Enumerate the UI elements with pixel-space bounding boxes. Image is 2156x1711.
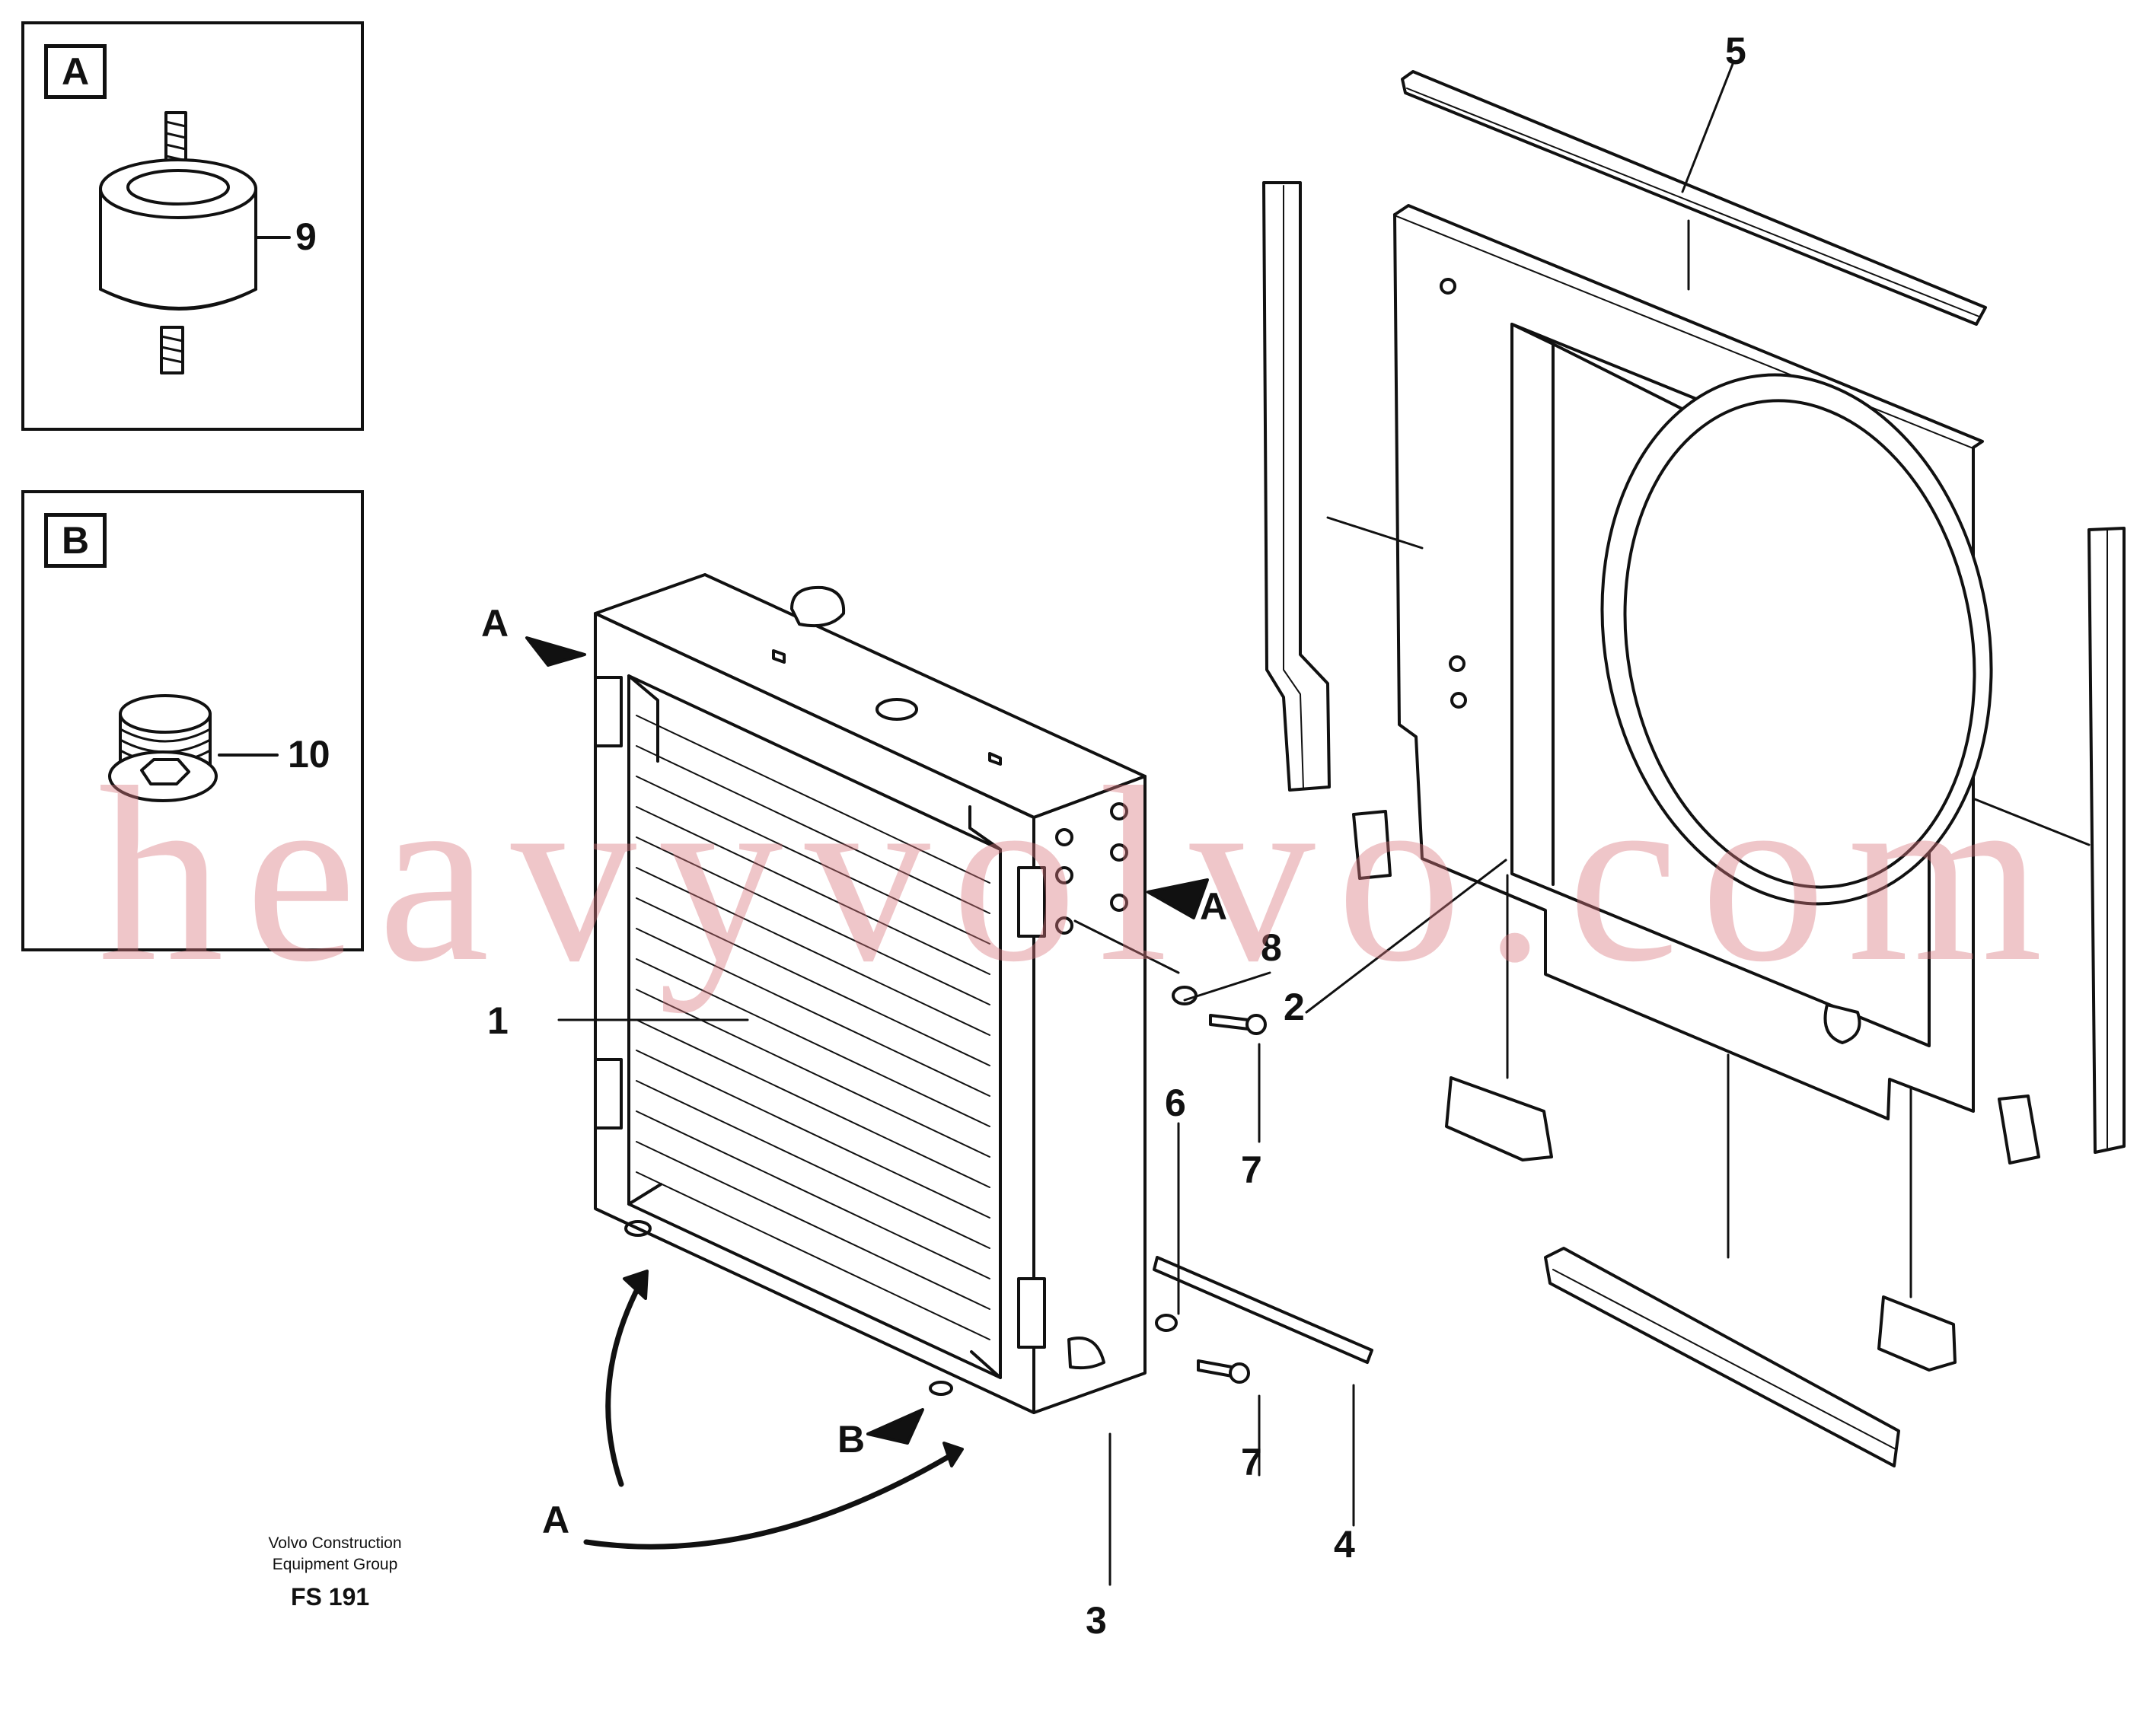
- right-vertical-seal: [2087, 527, 2126, 1154]
- rubber-mount-part-9: [99, 111, 291, 374]
- callout-10: 10: [288, 733, 330, 776]
- company-line-1: Volvo Construction: [268, 1534, 402, 1552]
- callout-7-lower: 7: [1241, 1441, 1262, 1483]
- callout-5: 5: [1725, 30, 1746, 72]
- view-label-a-bottom: A: [542, 1499, 570, 1541]
- company-line-2: Equipment Group: [272, 1556, 398, 1574]
- leader-lines: [557, 62, 2091, 1586]
- callout-3: 3: [1086, 1599, 1107, 1642]
- view-label-a-right: A: [1200, 885, 1228, 928]
- fan-shroud-part-2: [1393, 204, 1993, 1120]
- callout-8: 8: [1261, 926, 1282, 969]
- rod-part-4: [1153, 1256, 1373, 1364]
- callout-4: 4: [1334, 1523, 1355, 1566]
- view-arrows: [525, 636, 1209, 1550]
- radiator-core-part-1: [594, 573, 1147, 1414]
- seal-strip-part-5: [1401, 70, 1987, 326]
- callout-6: 6: [1165, 1082, 1186, 1124]
- inset-a-tag: A: [44, 44, 107, 99]
- bottom-seal-strip: [1544, 1247, 1900, 1467]
- callout-1: 1: [487, 999, 509, 1042]
- view-label-b: B: [837, 1418, 866, 1461]
- plug-part-10: [108, 694, 279, 802]
- view-label-a-top: A: [481, 602, 509, 645]
- inset-b-tag: B: [44, 513, 107, 568]
- callout-2: 2: [1284, 986, 1305, 1028]
- company-name: Volvo Construction Equipment Group: [244, 1533, 426, 1576]
- inset-a-panel: A: [21, 21, 364, 431]
- callout-7-upper: 7: [1241, 1149, 1262, 1191]
- bolts-washers-parts-6-7-8: [1155, 986, 1267, 1384]
- callout-9: 9: [295, 215, 317, 258]
- rubber-clips: [1352, 810, 2040, 1372]
- left-vertical-seal: [1262, 181, 1331, 792]
- figure-code: FS 191: [291, 1583, 370, 1611]
